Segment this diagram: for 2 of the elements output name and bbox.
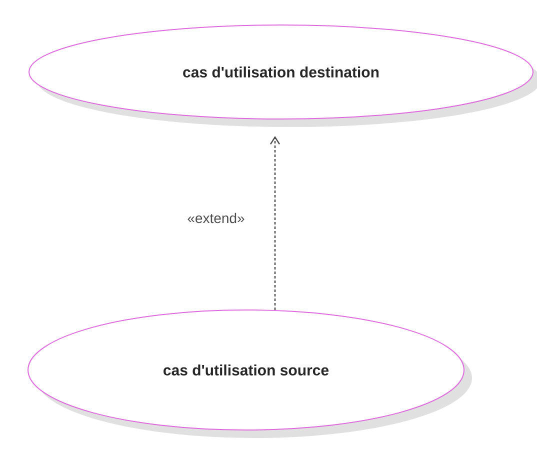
dashed-arrow [270, 136, 280, 310]
edge-label: «extend» [186, 212, 246, 224]
